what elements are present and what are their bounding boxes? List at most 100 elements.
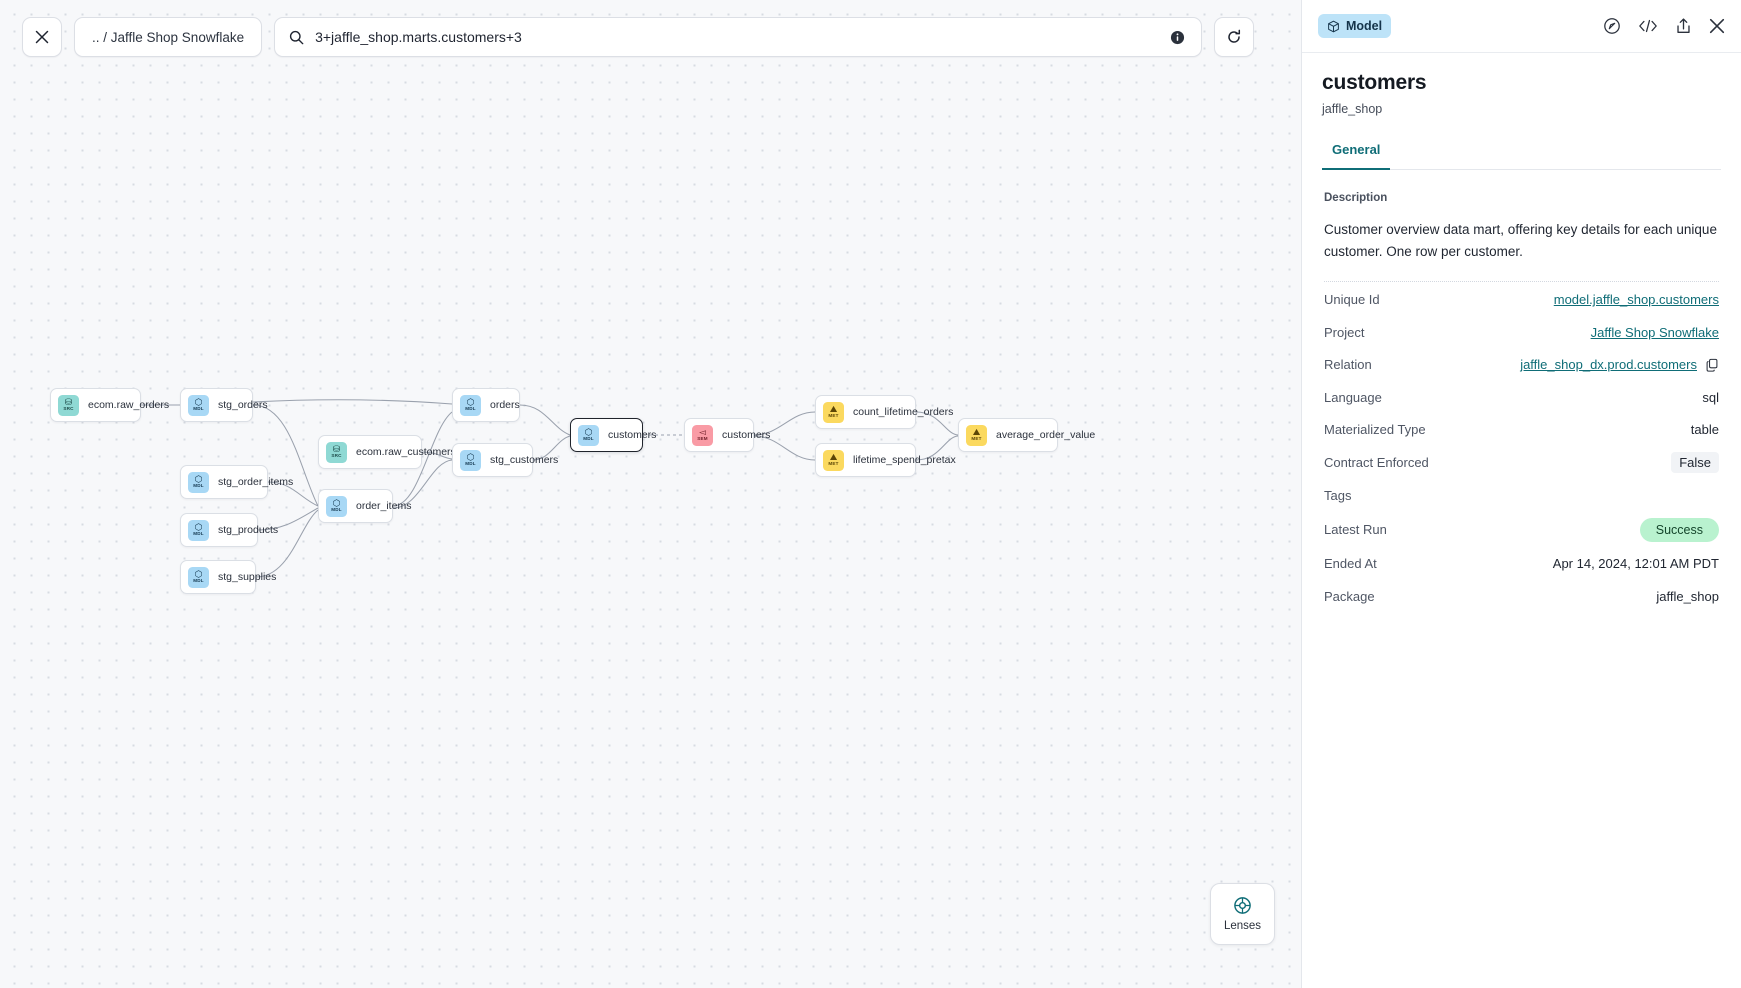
- node-type-badge-mdl-icon: ⬡MDL: [188, 471, 209, 493]
- node-type-badge-sem-icon: ◅SEM: [692, 424, 713, 446]
- metadata-key: Project: [1324, 324, 1365, 340]
- node-type-badge-mdl-icon: ⬡MDL: [188, 519, 209, 541]
- metadata-key: Language: [1324, 389, 1382, 405]
- graph-node-stg_products[interactable]: ⬡MDL stg_products: [180, 513, 278, 547]
- node-type-label: Model: [1346, 19, 1383, 33]
- metadata-row: Project Jaffle Shop Snowflake: [1324, 316, 1719, 349]
- metadata-row: Language sql: [1324, 381, 1719, 414]
- description-text: Customer overview data mart, offering ke…: [1324, 222, 1717, 260]
- node-type-badge-met-icon: ⛰MET: [966, 424, 987, 446]
- graph-node-label: count_lifetime_orders: [853, 406, 954, 418]
- copy-icon[interactable]: [1705, 358, 1719, 372]
- graph-node-customers_semantic[interactable]: ◅SEM customers: [684, 418, 770, 452]
- graph-node-label: stg_products: [218, 524, 279, 536]
- panel-toolbar: Model: [1302, 0, 1741, 53]
- close-lineage-button[interactable]: [22, 17, 62, 57]
- graph-node-label: stg_orders: [218, 399, 268, 411]
- breadcrumb[interactable]: .. / Jaffle Shop Snowflake: [74, 17, 263, 57]
- cube-icon: [1328, 20, 1339, 32]
- graph-node-stg_supplies[interactable]: ⬡MDL stg_supplies: [180, 560, 276, 594]
- metadata-key: Materialized Type: [1324, 422, 1426, 438]
- close-icon: [35, 30, 49, 44]
- node-type-badge-mdl-icon: ⬡MDL: [460, 394, 481, 416]
- graph-node-orders[interactable]: ⬡MDL orders: [452, 388, 520, 422]
- section-divider: [1324, 280, 1719, 282]
- metadata-key: Latest Run: [1324, 522, 1387, 538]
- page-subtitle: jaffle_shop: [1322, 102, 1383, 116]
- graph-node-stg_orders[interactable]: ⬡MDL stg_orders: [180, 388, 268, 422]
- close-icon[interactable]: [1709, 18, 1725, 34]
- tab-general[interactable]: General: [1322, 142, 1391, 170]
- panel-header: customers jaffle_shop: [1302, 53, 1741, 116]
- panel-tabs: General: [1322, 142, 1721, 170]
- lenses-button[interactable]: Lenses: [1210, 883, 1275, 945]
- tab-general-label: General: [1332, 142, 1381, 157]
- info-icon[interactable]: [1170, 30, 1185, 45]
- canvas-toolbar: .. / Jaffle Shop Snowflake 3+jaffle_shop…: [22, 17, 1255, 57]
- explore-icon[interactable]: [1603, 17, 1621, 35]
- graph-node-ecom_raw_orders[interactable]: ⛁SRC ecom.raw_orders: [50, 388, 169, 422]
- node-type-badge-mdl-icon: ⬡MDL: [460, 449, 481, 471]
- refresh-icon: [1228, 29, 1241, 43]
- metadata-key: Package: [1324, 588, 1375, 604]
- graph-node-label: stg_supplies: [218, 571, 277, 583]
- breadcrumb-label: .. / Jaffle Shop Snowflake: [92, 29, 245, 45]
- metadata-value-link[interactable]: jaffle_shop_dx.prod.customers: [1520, 357, 1697, 373]
- metadata-key: Ended At: [1324, 556, 1377, 572]
- search-input[interactable]: 3+jaffle_shop.marts.customers+3: [274, 17, 1203, 57]
- node-type-badge-met-icon: ⛰MET: [823, 401, 844, 423]
- node-type-badge-mdl-icon: ⬡MDL: [188, 566, 209, 588]
- graph-node-label: average_order_value: [996, 429, 1096, 441]
- panel-content: Description Customer overview data mart,…: [1302, 170, 1741, 613]
- graph-node-average_order_value[interactable]: ⛰MET average_order_value: [958, 418, 1095, 452]
- metadata-key: Relation: [1324, 357, 1372, 373]
- graph-node-ecom_raw_customers[interactable]: ⛁SRC ecom.raw_customers: [318, 435, 456, 469]
- graph-node-label: order_items: [356, 500, 412, 512]
- graph-node-label: ecom.raw_orders: [88, 399, 170, 411]
- code-icon[interactable]: [1638, 17, 1658, 35]
- graph-node-stg_customers[interactable]: ⬡MDL stg_customers: [452, 443, 558, 477]
- metadata-value-chip: False: [1671, 452, 1719, 474]
- graph-node-count_lifetime_orders[interactable]: ⛰MET count_lifetime_orders: [815, 395, 953, 429]
- metadata-row: Contract Enforced False: [1324, 446, 1719, 479]
- node-type-badge-mdl-icon: ⬡MDL: [188, 394, 209, 416]
- metadata-value-link[interactable]: Jaffle Shop Snowflake: [1590, 324, 1719, 340]
- metadata-key: Contract Enforced: [1324, 455, 1429, 471]
- metadata-key: Unique Id: [1324, 292, 1380, 308]
- panel-action-group: [1603, 17, 1725, 35]
- metadata-value: sql: [1702, 389, 1719, 405]
- metadata-row: Ended At Apr 14, 2024, 12:01 AM PDT: [1324, 548, 1719, 581]
- search-value: 3+jaffle_shop.marts.customers+3: [315, 29, 522, 45]
- node-type-badge-src-icon: ⛁SRC: [58, 394, 79, 416]
- graph-node-order_items[interactable]: ⬡MDL order_items: [318, 489, 411, 523]
- metadata-row: Unique Id model.jaffle_shop.customers: [1324, 284, 1719, 317]
- search-icon: [289, 30, 304, 45]
- lens-icon: [1234, 897, 1251, 914]
- graph-node-label: customers: [608, 429, 657, 441]
- metadata-value-link[interactable]: model.jaffle_shop.customers: [1553, 292, 1719, 308]
- lineage-canvas[interactable]: .. / Jaffle Shop Snowflake 3+jaffle_shop…: [0, 0, 1301, 988]
- graph-node-lifetime_spend_pretax[interactable]: ⛰MET lifetime_spend_pretax: [815, 443, 956, 477]
- graph-node-label: orders: [490, 399, 520, 411]
- details-panel: Model: [1301, 0, 1741, 988]
- metadata-value: table: [1690, 422, 1719, 438]
- refresh-button[interactable]: [1214, 17, 1255, 57]
- graph-node-label: stg_customers: [490, 454, 559, 466]
- graph-node-label: lifetime_spend_pretax: [853, 454, 956, 466]
- metadata-row: Materialized Type table: [1324, 414, 1719, 447]
- graph-node-label: customers: [722, 429, 771, 441]
- node-type-badge-src-icon: ⛁SRC: [326, 441, 347, 463]
- graph-node-label: ecom.raw_customers: [356, 446, 456, 458]
- description-label: Description: [1324, 192, 1388, 204]
- metadata-value: Apr 14, 2024, 12:01 AM PDT: [1552, 556, 1719, 572]
- node-type-badge-met-icon: ⛰MET: [823, 449, 844, 471]
- metadata-row: Relation jaffle_shop_dx.prod.customers: [1324, 349, 1719, 382]
- status-badge: Success: [1639, 517, 1719, 542]
- node-type-badge: Model: [1318, 14, 1392, 38]
- share-icon[interactable]: [1675, 17, 1692, 35]
- node-type-badge-mdl-icon: ⬡MDL: [326, 495, 347, 517]
